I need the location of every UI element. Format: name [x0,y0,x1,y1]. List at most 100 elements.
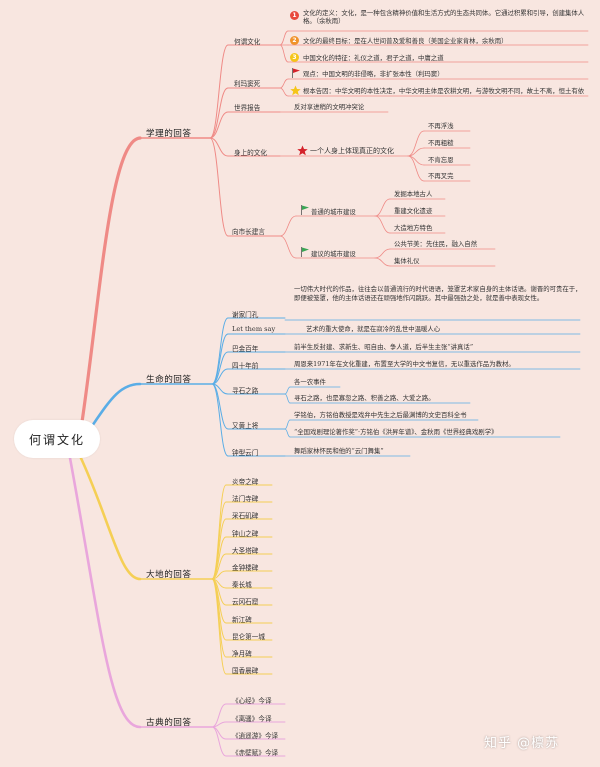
link-g2-1 [374,248,391,259]
shenshang-item-4: 不再叉完 [428,172,454,180]
shenshang-center: 一个人身上体现真正的文化 [310,147,394,155]
node-shenshang[interactable]: 身上的文化 [234,149,267,157]
dadi-item-4[interactable]: 钟山之碑 [232,530,259,538]
gudian-item-3[interactable]: 《逍遥游》今译 [232,732,279,740]
link-xiashi-1 [284,386,291,395]
link-root-xueli [80,136,142,424]
link-xueli-shenshang [209,137,229,157]
node-xiashi[interactable]: 寻石之路 [232,387,259,395]
link-root-gudian [68,456,142,729]
chengshi-group-1-label: 普通的城市建设 [311,208,356,216]
dadi-item-12[interactable]: 国香晨碑 [232,667,259,675]
dadi-item-2[interactable]: 法门寺碑 [232,495,259,503]
branch-shengming-title[interactable]: 生命的回答 [146,375,192,385]
dadi-item-6[interactable]: 金钟楼碑 [232,564,259,572]
node-sishi[interactable]: 四十年前 [232,362,259,370]
dadi-item-8[interactable]: 云冈石窟 [232,598,259,606]
link-xueli-lishi [209,87,229,139]
link-hwwh-1 [279,30,289,46]
link-wangyu-2 [284,428,291,438]
dadi-item-9[interactable]: 新江碑 [232,616,252,624]
node-letthem[interactable]: Let them say [232,325,276,333]
link-g2-2 [374,257,391,267]
chengshi-group-1-item-2: 重建文化遗迹 [394,207,433,215]
link-lishi-1 [279,78,289,89]
link-sm-yuanmen [211,317,229,385]
node-heweiwenhua[interactable]: 何谓文化 [234,38,261,46]
link-root-shengming [90,382,142,428]
dadi-item-5[interactable]: 大圣塔碑 [232,547,259,555]
dadi-item-1[interactable]: 炎帝之碑 [232,478,259,486]
flag-icon [301,205,309,215]
node-yesheng[interactable]: 钟型云门 [232,449,259,457]
star-icon [290,85,301,96]
dadi-item-7[interactable]: 秦长城 [232,581,252,589]
link-hwwh-3 [279,44,289,63]
number-badge-2: 2 [290,36,299,45]
link-xueli-heweiwenhua [209,44,229,139]
branch-dadi-title[interactable]: 大地的回答 [146,570,192,580]
gudian-item-1[interactable]: 《心经》今译 [232,697,272,705]
root-node[interactable]: 何谓文化 [14,420,100,458]
node-chengshi[interactable]: 向市长建言 [232,228,265,236]
link-gudian-4 [211,726,227,757]
link-sm-sishi [211,368,229,385]
branch-xueli-title[interactable]: 学理的回答 [146,129,192,139]
heweiwenhua-item-3: 中国文化的特征：礼仪之道，君子之道，中庸之道 [303,54,444,62]
sishi-text: 周恩来1971年在文化重建，布置至大学的中文书复信，无以重选作品为教材。 [294,360,515,368]
gudian-item-2[interactable]: 《离骚》今译 [232,715,272,723]
shenshang-item-1: 不再浮浅 [428,122,454,130]
lishi-item-1: 观点：中国文明的非侵略，非扩张本性（利玛窦） [303,70,444,78]
chengshi-group-1-item-3: 大造地方特色 [394,224,433,232]
lishi-item-2: 根本告因：中华文明的本性决定，中华文明主体是农耕文明，与游牧文明不同，故土不离，… [303,87,585,95]
heweiwenhua-item-2: 文化的最终目标：是在人世间普及爱和善良（美国企业家肯林，余秋雨） [303,37,508,45]
node-bajin[interactable]: 巴金百年 [232,345,259,353]
shenshang-item-2: 不再粗糙 [428,139,454,147]
link-lishi-2 [279,87,289,97]
link-sm-yesheng [211,383,229,457]
letthem-text: 艺术的重大使命，就是在寂冷的乱世中温暖人心 [306,325,441,333]
dadi-item-3[interactable]: 采石矶碑 [232,512,259,520]
wangyu-item-1: 学铭伯，方铭伯教授是戏弁中先生之后最渊博的文史百科全书 [294,411,467,419]
yesheng-text: 舞蹈家林怀民和他的“云门舞集” [294,447,384,455]
node-yuanmen[interactable]: 谢家门孔 [232,311,259,319]
chengshi-group-2-label: 建议的城市建设 [311,250,356,258]
xiashi-item-1: 各一农事件 [294,378,326,386]
watermark: 知乎 @檩苏 [484,736,560,751]
flag-icon [301,247,309,257]
link-g1-3 [374,215,391,234]
yuanmen-text: 一切伟大时代的作品，往往会以普通流行的时代语语，笼罩艺术家自身的主体话语。谢晋的… [294,285,582,302]
flag-icon [292,68,300,78]
node-wangyu[interactable]: 又黄上将 [232,422,259,430]
number-badge-3: 3 [290,53,299,62]
node-shijie[interactable]: 世界报告 [234,104,261,112]
link-gudian-1 [211,703,227,728]
star-icon [297,145,308,156]
chengshi-group-1-item-1: 发掘本地古人 [394,190,433,198]
node-lishi[interactable]: 利玛窦死 [234,80,261,88]
link-sm-bajin [211,351,229,385]
gudian-item-4[interactable]: 《赤壁赋》今译 [232,749,279,757]
link-xiashi-2 [284,393,291,404]
shijie-item: 反对享进稍的文明冲突论 [294,103,365,111]
shenshang-item-3: 不肯忘恩 [428,156,454,164]
heweiwenhua-item-1: 文化的定义：文化，是一种包含精神价值和生活方式的生态共同体。它通过积累和引导，创… [303,9,585,25]
link-g1-1 [374,198,391,217]
link-ss-2 [407,147,425,157]
link-cs-g1 [279,215,297,237]
link-xueli-shijie [209,111,229,139]
chengshi-group-2-item-1: 公共节美：先住民，融入自然 [394,240,478,248]
link-wangyu-1 [284,419,291,430]
link-cs-g2 [279,235,297,259]
wangyu-item-2: “全国戏剧理论著作奖”·方铭伯《洪昇年谱》、金秋雨《世界经典戏剧学》 [294,428,498,436]
branch-gudian-title[interactable]: 古典的回答 [146,718,192,728]
xiashi-item-2: 寻石之路，也是寡忽之路、积善之路、大爱之路。 [294,394,435,402]
link-dadi-12 [211,578,227,675]
link-ss-1 [407,130,425,157]
number-badge-1: 1 [290,11,299,20]
link-ss-4 [407,155,425,182]
dadi-item-10[interactable]: 昆仑第一城 [232,633,265,641]
dadi-item-11[interactable]: 净月碑 [232,650,252,658]
